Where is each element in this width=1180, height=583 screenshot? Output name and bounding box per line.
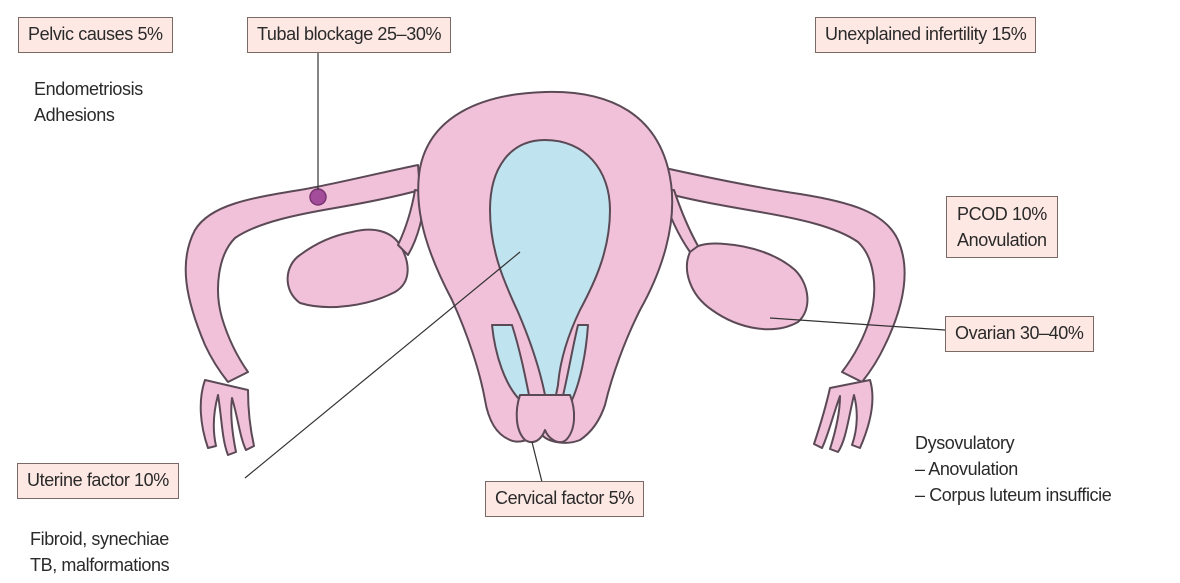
right-fimbriae [814, 380, 872, 452]
pcod-line-2: Anovulation [957, 227, 1047, 253]
cervical-factor-label: Cervical factor 5% [485, 481, 644, 517]
note-corpus-luteum: – Corpus luteum insufficie [915, 482, 1111, 508]
uterine-factor-notes: Fibroid, synechiae TB, malformations [30, 526, 169, 578]
note-fibroid: Fibroid, synechiae [30, 526, 169, 552]
pelvic-lesion [310, 189, 326, 205]
left-fimbriae [201, 380, 254, 455]
pelvic-causes-notes: Endometriosis Adhesions [34, 76, 143, 128]
pcod-label: PCOD 10% Anovulation [946, 196, 1058, 258]
note-endometriosis: Endometriosis [34, 76, 143, 102]
uterine-factor-label: Uterine factor 10% [17, 463, 179, 499]
note-adhesions: Adhesions [34, 102, 143, 128]
note-tb: TB, malformations [30, 552, 169, 578]
pelvic-causes-label: Pelvic causes 5% [18, 17, 173, 53]
ovarian-label: Ovarian 30–40% [945, 316, 1094, 352]
dysovulatory-notes: Dysovulatory – Anovulation – Corpus lute… [915, 430, 1111, 508]
unexplained-infertility-label: Unexplained infertility 15% [815, 17, 1036, 53]
note-anovulation: – Anovulation [915, 456, 1111, 482]
tubal-blockage-label: Tubal blockage 25–30% [247, 17, 451, 53]
right-ovary [687, 243, 807, 329]
pcod-line-1: PCOD 10% [957, 201, 1047, 227]
left-ovary [288, 230, 408, 307]
note-dysovulatory: Dysovulatory [915, 430, 1111, 456]
pointer-line-cervical [532, 442, 542, 482]
